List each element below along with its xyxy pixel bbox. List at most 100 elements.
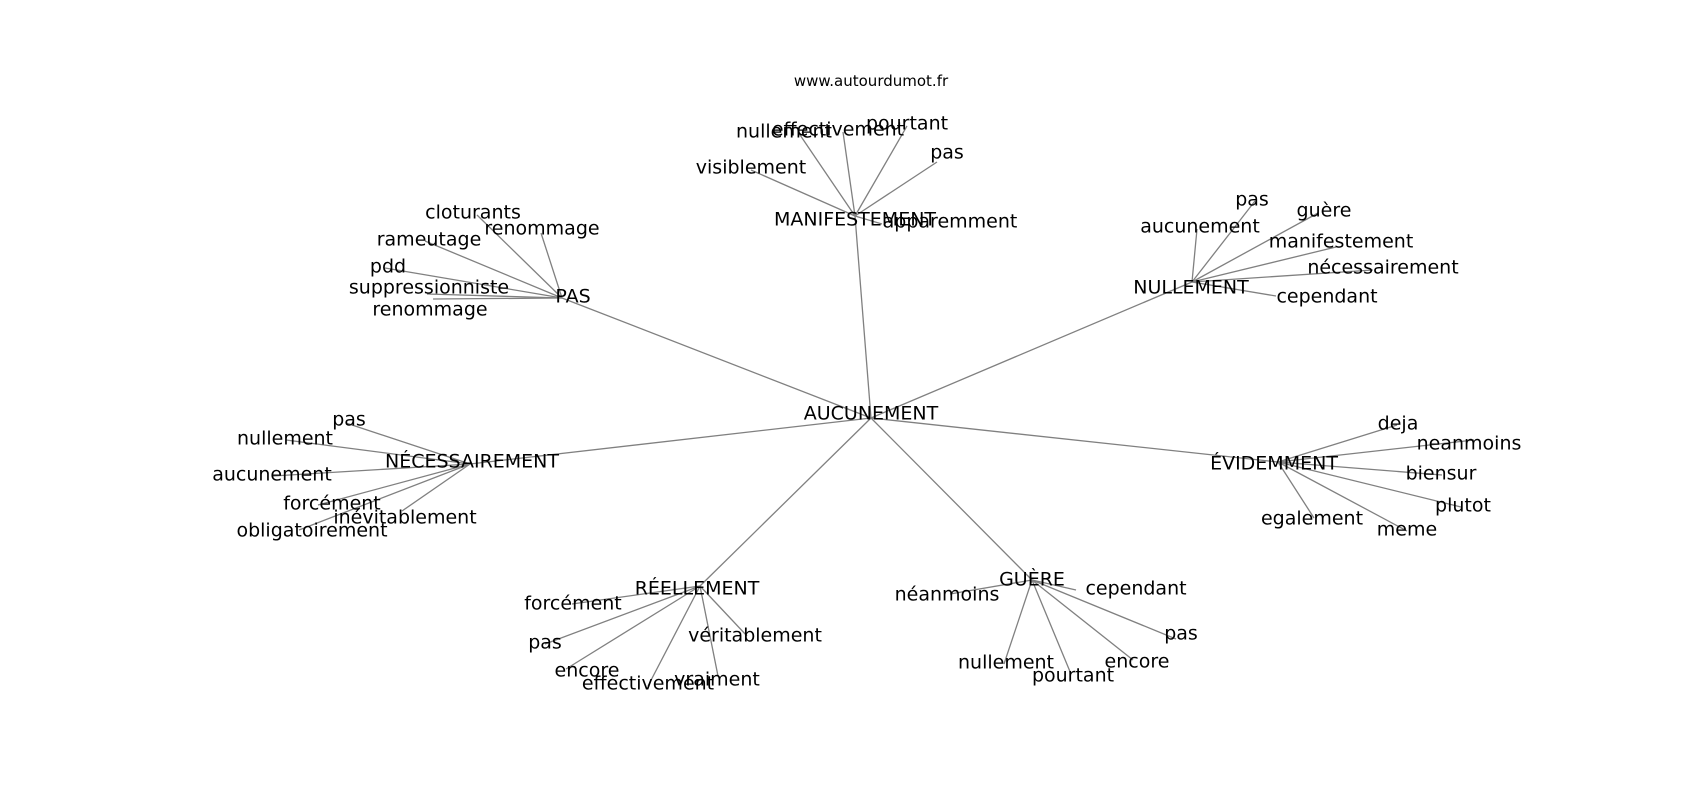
edge-pas-to-rameutage	[424, 240, 563, 299]
edge-reellement-to-effectivement	[647, 585, 701, 687]
edge-pas-to-suppressionniste	[426, 293, 563, 299]
leaf-node-pourtant: pourtant	[865, 112, 949, 135]
edge-root-to-reellement	[699, 417, 872, 587]
edge-manifestement-to-pas	[854, 161, 938, 217]
edge-evidemment-to-deja	[1277, 424, 1398, 463]
leaf-node-cependant: cependant	[1276, 285, 1378, 308]
edge-nullement-to-aucunement	[1191, 228, 1198, 283]
leaf-node-pas: pas	[1235, 188, 1269, 211]
edge-necessairement-to-obligatoirement	[298, 463, 471, 531]
edge-root-to-pas	[561, 297, 872, 419]
edge-nullement-to-manifestement	[1191, 246, 1337, 283]
edge-manifestement-to-apparemment	[854, 215, 883, 225]
leaf-node-suppressionniste: suppressionniste	[348, 276, 510, 299]
leaf-node-obligatoirement: obligatoirement	[236, 519, 388, 542]
leaf-node-nullement: nullement	[957, 651, 1055, 674]
leaf-node-forcement: forcément	[524, 592, 622, 615]
leaf-node-rameutage: rameutage	[376, 228, 482, 251]
hub-node-guere: GUÈRE	[999, 568, 1065, 591]
edge-root-to-manifestement	[854, 215, 872, 419]
leaf-node-pas: pas	[1164, 622, 1198, 645]
edge-nullement-to-necessairement	[1191, 269, 1374, 283]
edge-guere-to-pas	[1031, 579, 1177, 640]
leaf-node-cependant: cependant	[1085, 577, 1187, 600]
leaf-node-pourtant: pourtant	[1031, 664, 1115, 687]
edge-necessairement-to-nullement	[285, 439, 471, 465]
edge-manifestement-to-pourtant	[854, 125, 908, 217]
edge-manifestement-to-effectivement	[842, 131, 856, 217]
leaf-node-egalement: egalement	[1260, 507, 1364, 530]
leaf-node-encore: encore	[1104, 650, 1170, 673]
leaf-node-pas: pas	[930, 141, 964, 164]
hub-node-necessairement: NÉCESSAIREMENT	[385, 450, 559, 473]
hub-node-pas: PAS	[555, 285, 591, 308]
hub-node-nullement: NULLEMENT	[1133, 276, 1249, 299]
edge-reellement-to-veritablement	[699, 585, 748, 637]
leaf-node-deja: deja	[1377, 412, 1419, 435]
root-node-label: AUCUNEMENT	[803, 402, 939, 425]
hub-node-evidemment: ÉVIDEMMENT	[1210, 452, 1338, 475]
edge-root-to-nullement	[870, 281, 1193, 419]
leaf-node-guere: guère	[1296, 199, 1352, 222]
leaf-node-visiblement: visiblement	[695, 156, 807, 179]
edge-pas-to-renommage	[432, 297, 563, 300]
edge-evidemment-to-egalement	[1277, 461, 1315, 519]
edge-evidemment-to-meme	[1277, 461, 1408, 532]
edge-guere-to-nullement	[1003, 579, 1033, 665]
edge-manifestement-to-visiblement	[750, 169, 856, 217]
leaf-node-renommage: renommage	[484, 217, 600, 240]
leaf-node-plutot: plutot	[1435, 494, 1491, 517]
leaf-node-vraiment: vraiment	[674, 668, 760, 691]
edge-reellement-to-vraiment	[699, 585, 719, 677]
edge-root-to-evidemment	[870, 417, 1279, 463]
hub-node-manifestement: MANIFESTEMENT	[773, 208, 937, 231]
leaf-node-apparemment: apparemment	[882, 210, 1018, 233]
leaf-node-aucunement: aucunement	[212, 463, 332, 486]
leaf-node-neanmoins: néanmoins	[894, 583, 1000, 606]
leaf-node-aucunement: aucunement	[1140, 215, 1260, 238]
edge-pas-to-renommage	[540, 232, 563, 299]
leaf-node-cloturants: cloturants	[425, 201, 521, 224]
edge-pas-to-cloturants	[476, 214, 563, 299]
edge-manifestement-to-nullement	[797, 131, 856, 217]
edge-guere-to-pourtant	[1031, 579, 1072, 675]
leaf-node-pas: pas	[332, 408, 366, 431]
edge-nullement-to-pas	[1191, 200, 1256, 283]
edge-pas-to-pdd	[384, 267, 563, 299]
edge-necessairement-to-inevitablement	[401, 463, 471, 512]
edge-nullement-to-cependant	[1191, 281, 1277, 297]
edge-reellement-to-encore	[565, 585, 701, 670]
leaf-node-nullement: nullement	[735, 120, 833, 143]
leaf-node-biensur: biensur	[1405, 462, 1477, 485]
leaf-node-effectivement: effectivement	[771, 118, 905, 141]
leaf-node-forcement: forcément	[283, 492, 381, 515]
leaf-node-manifestement: manifestement	[1268, 230, 1414, 253]
edge-evidemment-to-plutot	[1277, 461, 1462, 508]
leaf-node-pdd: pdd	[369, 255, 407, 278]
edge-necessairement-to-pas	[345, 422, 471, 465]
edge-root-to-necessairement	[469, 417, 872, 465]
leaf-node-veritablement: véritablement	[688, 624, 822, 647]
edge-guere-to-cependant	[1031, 579, 1077, 591]
leaf-node-necessairement: nécessairement	[1307, 256, 1459, 279]
edge-nullement-to-guere	[1191, 212, 1319, 283]
leaf-node-effectivement: effectivement	[581, 672, 715, 695]
edge-guere-to-neanmoins	[949, 579, 1033, 595]
leaf-node-neanmoins: neanmoins	[1416, 432, 1522, 455]
edge-guere-to-encore	[1031, 579, 1134, 661]
site-watermark: www.autourdumot.fr	[793, 72, 949, 90]
edge-evidemment-to-neanmoins	[1277, 439, 1475, 463]
leaf-node-encore: encore	[554, 659, 620, 682]
leaf-node-pas: pas	[528, 631, 562, 654]
leaf-node-nullement: nullement	[236, 427, 334, 450]
edge-necessairement-to-forcement	[317, 463, 471, 506]
edge-root-to-guere	[870, 417, 1033, 581]
leaf-node-inevitablement: inévitablement	[333, 506, 477, 529]
edge-necessairement-to-aucunement	[272, 463, 471, 477]
edge-reellement-to-pas	[544, 585, 701, 645]
edge-reellement-to-forcement	[571, 585, 701, 605]
leaf-node-renommage: renommage	[372, 298, 488, 321]
edge-evidemment-to-biensur	[1277, 461, 1443, 476]
